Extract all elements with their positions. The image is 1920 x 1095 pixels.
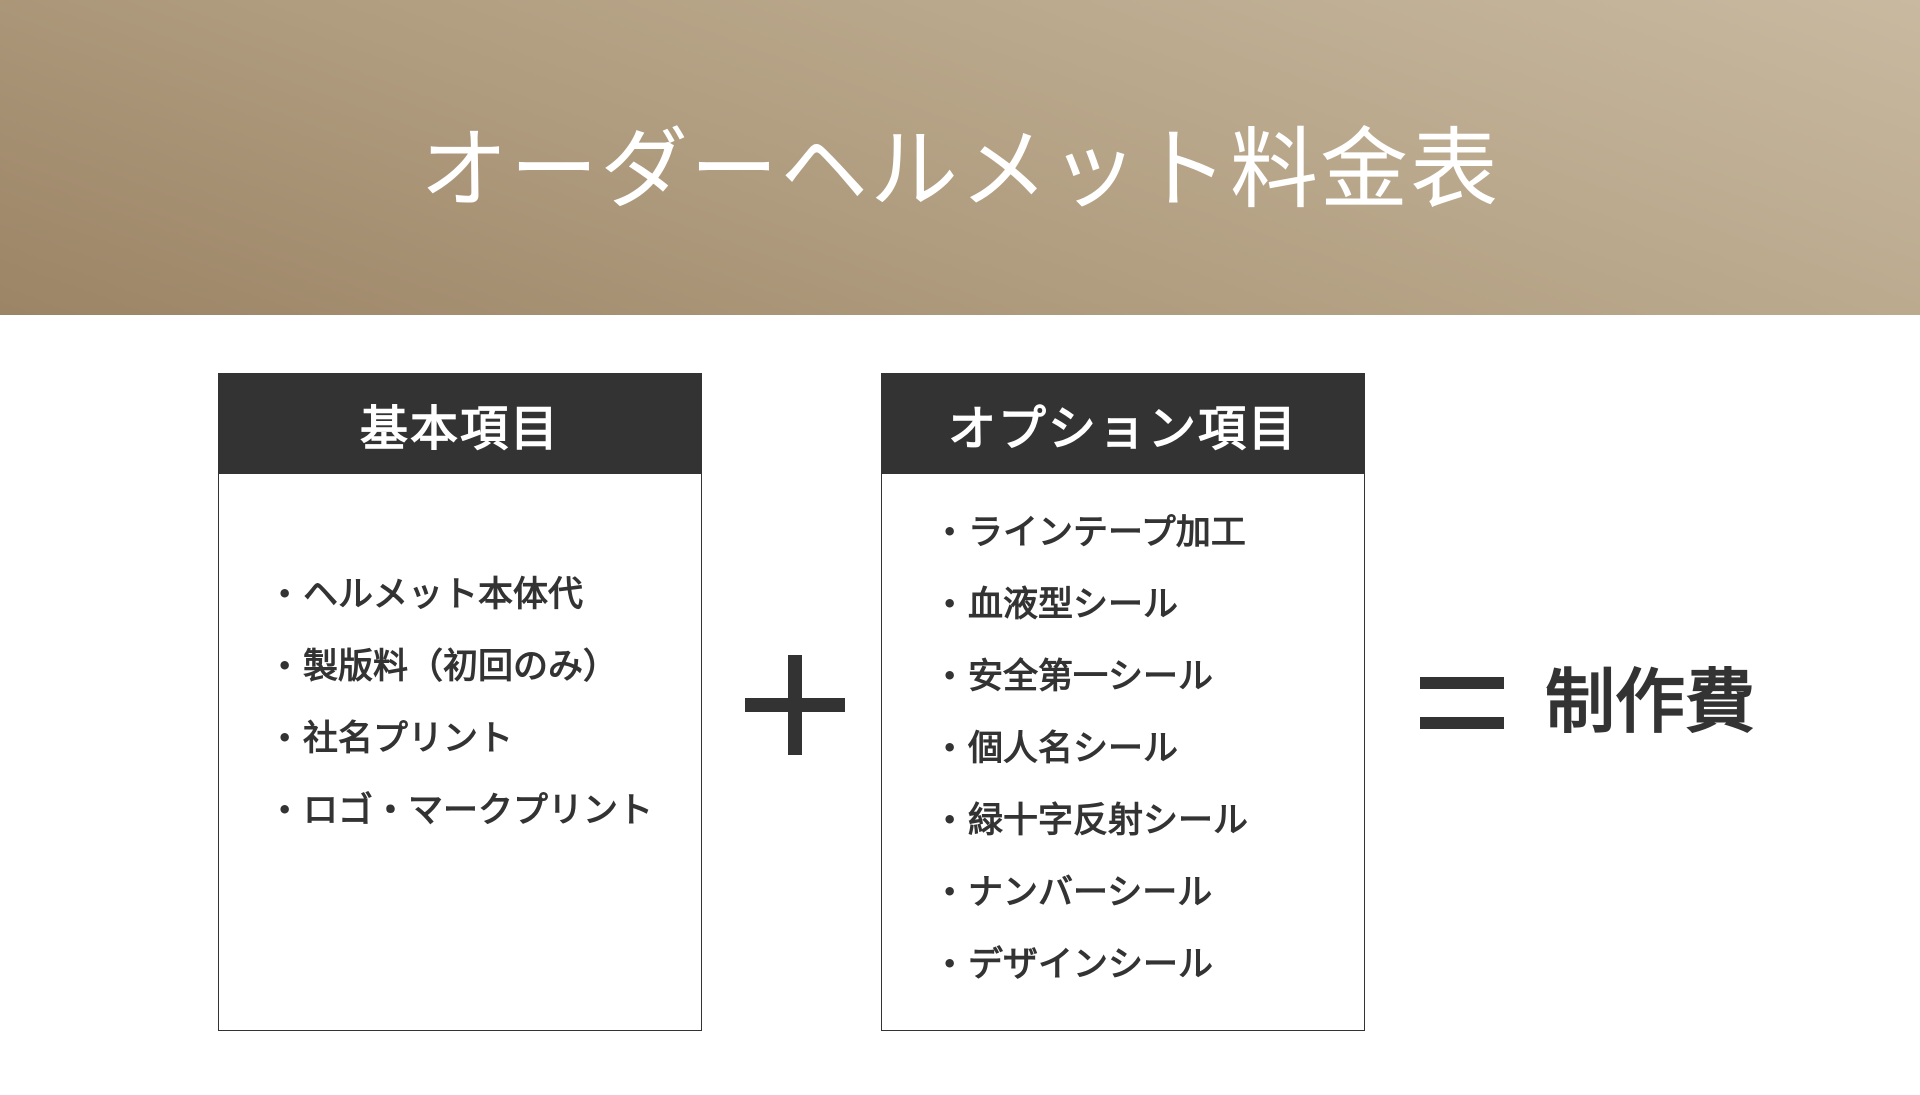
option-items-list: ラインテープ加工 血液型シール 安全第一シール 個人名シール 緑十字反射シール … — [882, 474, 1364, 1000]
equals-icon-top-bar — [1420, 677, 1504, 689]
option-items-header: オプション項目 — [882, 374, 1364, 474]
list-item: 安全第一シール — [942, 640, 1364, 712]
basic-items-box: 基本項目 ヘルメット本体代 製版料（初回のみ） 社名プリント ロゴ・マークプリン… — [218, 373, 702, 1031]
equals-icon — [1420, 677, 1504, 729]
option-items-box: オプション項目 ラインテープ加工 血液型シール 安全第一シール 個人名シール 緑… — [881, 373, 1365, 1031]
list-item: 緑十字反射シール — [942, 784, 1364, 856]
list-item: 個人名シール — [942, 712, 1364, 784]
title-banner: オーダーヘルメット料金表 — [0, 0, 1920, 315]
result-label: 制作費 — [1545, 661, 1755, 743]
list-item: デザインシール — [942, 928, 1364, 1000]
list-item: ロゴ・マークプリント — [277, 774, 701, 846]
plus-icon-vertical-bar — [788, 655, 802, 755]
page-title: オーダーヘルメット料金表 — [419, 118, 1500, 221]
list-item: ナンバーシール — [942, 856, 1364, 928]
list-item: 社名プリント — [277, 702, 701, 774]
list-item: ヘルメット本体代 — [277, 558, 701, 630]
basic-items-header: 基本項目 — [219, 374, 701, 474]
plus-icon — [745, 655, 845, 755]
list-item: 製版料（初回のみ） — [277, 630, 701, 702]
equals-icon-bottom-bar — [1420, 717, 1504, 729]
list-item: 血液型シール — [942, 568, 1364, 640]
basic-items-list: ヘルメット本体代 製版料（初回のみ） 社名プリント ロゴ・マークプリント — [219, 474, 701, 846]
list-item: ラインテープ加工 — [942, 496, 1364, 568]
